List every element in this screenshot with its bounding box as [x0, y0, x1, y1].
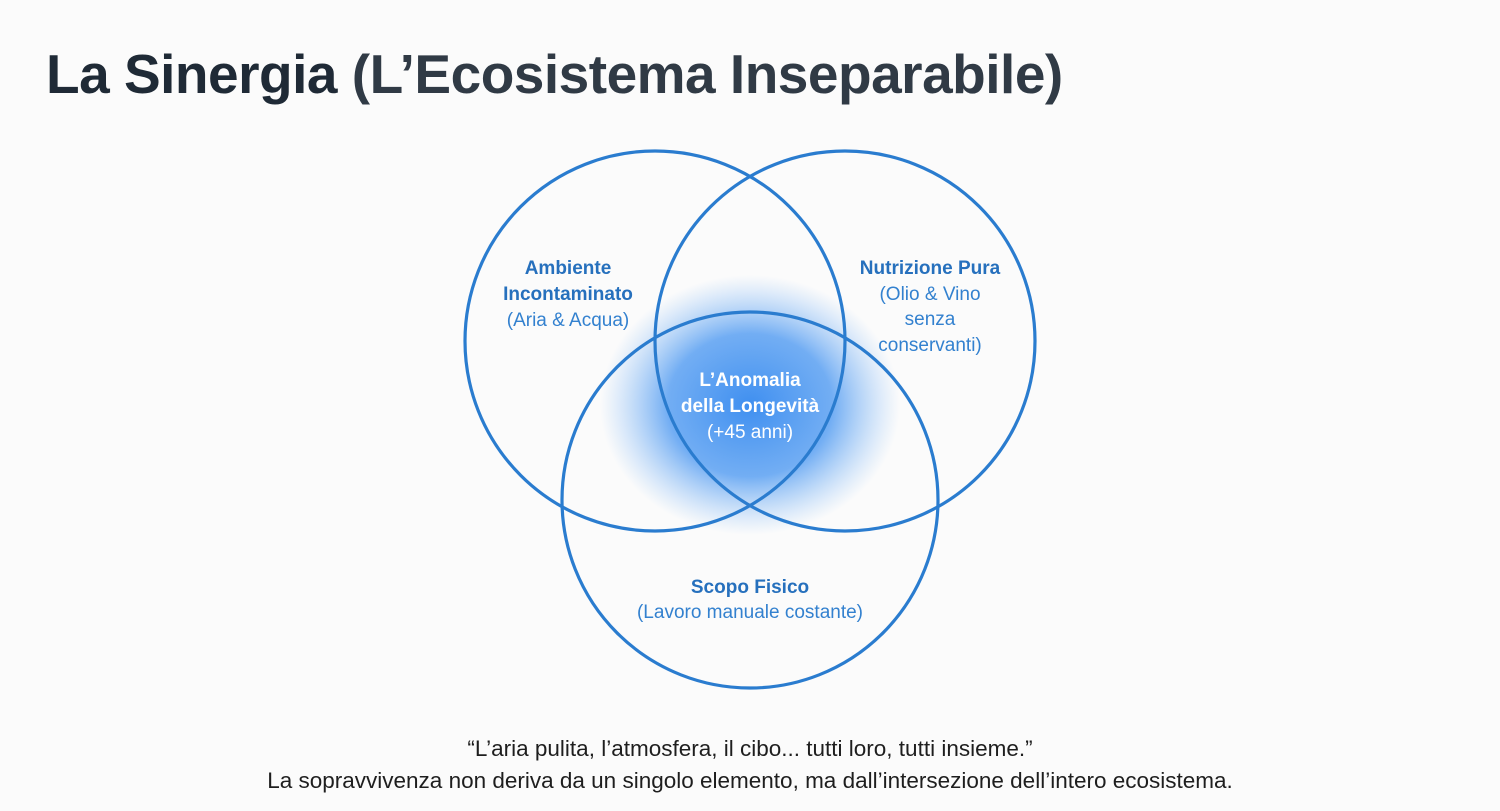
label-nutrizione: Nutrizione Pura (Olio & Vino senza conse…: [860, 258, 1001, 356]
label-heading: Incontaminato: [503, 284, 633, 305]
label-heading: Ambiente: [525, 258, 612, 279]
label-ambiente: Ambiente Incontaminato (Aria & Acqua): [503, 258, 633, 331]
label-sub: (+45 anni): [707, 422, 793, 443]
label-sub: (Aria & Acqua): [507, 310, 630, 331]
label-heading: L’Anomalia: [699, 370, 801, 391]
circle-nutrizione: [653, 149, 1037, 533]
label-heading: Scopo Fisico: [691, 577, 809, 598]
label-scopo: Scopo Fisico (Lavoro manuale costante): [637, 577, 863, 623]
label-sub: (Lavoro manuale costante): [637, 602, 863, 623]
label-heading: Nutrizione Pura: [860, 258, 1001, 279]
page-title: La Sinergia (L’Ecosistema Inseparabile): [46, 42, 1063, 106]
label-sub: conservanti): [878, 335, 982, 356]
circle-ambiente: [463, 149, 847, 533]
label-sub: senza: [905, 309, 956, 330]
footer-caption: La sopravvivenza non deriva da un singol…: [267, 768, 1233, 793]
title-subtitle: (L’Ecosistema Inseparabile): [351, 43, 1063, 105]
center-glow: [600, 275, 900, 535]
circle-scopo: [560, 310, 940, 690]
label-heading: della Longevità: [681, 396, 820, 417]
label-sub: (Olio & Vino: [879, 284, 980, 305]
label-center: L’Anomalia della Longevità (+45 anni): [681, 370, 820, 443]
title-main: La Sinergia: [46, 43, 337, 105]
footer-quote: “L’aria pulita, l’atmosfera, il cibo... …: [467, 736, 1033, 761]
